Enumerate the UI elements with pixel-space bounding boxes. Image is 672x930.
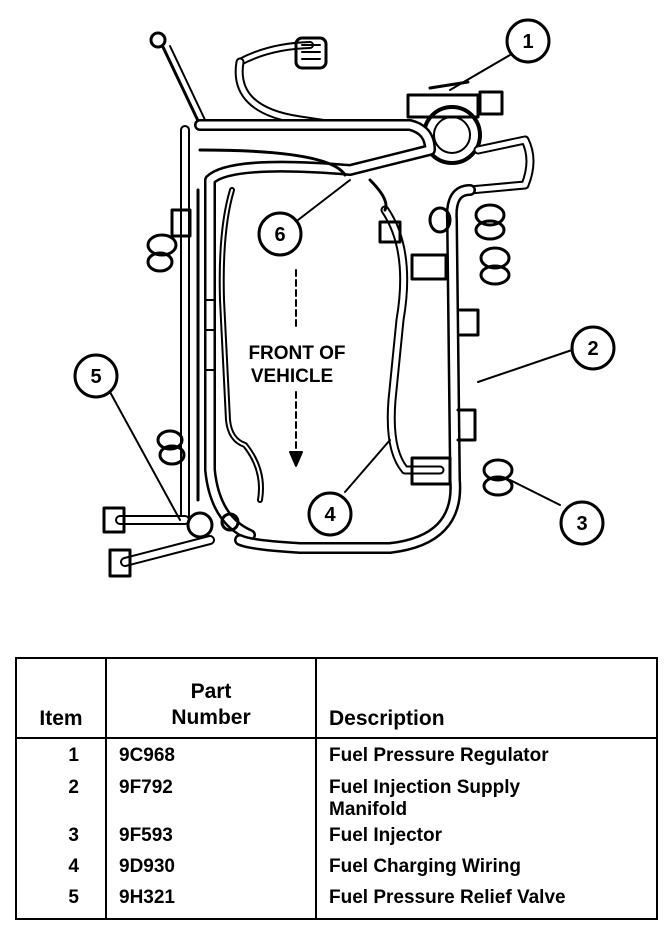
row-item: 2 bbox=[15, 776, 107, 826]
header-description: Description bbox=[315, 658, 658, 739]
header-part-line2: Number bbox=[171, 706, 251, 729]
fuel-charging-wiring bbox=[368, 178, 452, 486]
fuel-pressure-relief-valve bbox=[102, 506, 240, 578]
table-row: 2 9F792 Fuel Injection Supply Manifold bbox=[15, 776, 658, 826]
fuel-system-diagram: 1 2 3 4 5 6 FRONT OF VEHICLE bbox=[73, 18, 616, 578]
row-item: 3 bbox=[15, 825, 107, 857]
callout-label-6: 6 bbox=[274, 224, 285, 246]
leader-lines bbox=[109, 54, 573, 521]
front-of-vehicle-label-line2: VEHICLE bbox=[251, 366, 333, 387]
ground-wire bbox=[149, 31, 207, 127]
callout-circle-3 bbox=[559, 500, 605, 546]
callout-label-2: 2 bbox=[587, 338, 598, 360]
fuel-pressure-regulator bbox=[406, 80, 535, 195]
row-part-number: 9D930 bbox=[105, 856, 317, 887]
table-row: 1 9C968 Fuel Pressure Regulator bbox=[15, 738, 658, 777]
front-of-vehicle-label-line1: FRONT OF bbox=[248, 343, 345, 364]
fuel-supply-manifold bbox=[234, 184, 480, 554]
row-part-number: 9F792 bbox=[105, 776, 317, 826]
table-header-row: Item Part Number Description bbox=[15, 658, 658, 739]
fuel-injectors-left bbox=[146, 208, 192, 466]
callout-circle-6 bbox=[257, 211, 303, 257]
table-row: 3 9F593 Fuel Injector bbox=[15, 825, 658, 857]
row-part-number: 9C968 bbox=[105, 738, 317, 777]
callout-circle-1 bbox=[505, 18, 551, 64]
callout-circle-4 bbox=[307, 491, 353, 537]
row-description: Fuel Injection Supply Manifold bbox=[315, 776, 658, 826]
callout-circle-2 bbox=[570, 325, 616, 371]
callout-label-1: 1 bbox=[522, 31, 533, 53]
inner-harness-left bbox=[196, 187, 264, 503]
header-part-line1: Part bbox=[190, 680, 232, 703]
row-description: Fuel Pressure Regulator bbox=[315, 738, 658, 777]
wiring-connector-top bbox=[234, 36, 345, 131]
callout-circle-5 bbox=[73, 353, 119, 399]
row-item: 1 bbox=[15, 738, 107, 777]
fuel-injectors-right bbox=[428, 203, 514, 497]
callout-label-3: 3 bbox=[576, 513, 587, 535]
table-row: 4 9D930 Fuel Charging Wiring bbox=[15, 856, 658, 887]
callout-label-5: 5 bbox=[90, 366, 101, 388]
row-description: Fuel Injector bbox=[315, 825, 658, 857]
row-item: 5 bbox=[15, 886, 107, 919]
row-item: 4 bbox=[15, 856, 107, 887]
header-part-number: Part Number bbox=[105, 658, 317, 739]
row-part-number: 9F593 bbox=[105, 825, 317, 857]
front-of-vehicle-arrows bbox=[289, 269, 303, 467]
row-part-number: 9H321 bbox=[105, 886, 317, 919]
callout-label-4: 4 bbox=[324, 504, 336, 526]
parts-table: Item Part Number Description 1 9C968 Fue… bbox=[15, 657, 658, 920]
table-row: 5 9H321 Fuel Pressure Relief Valve bbox=[15, 886, 658, 919]
row-description: Fuel Pressure Relief Valve bbox=[315, 886, 658, 919]
header-item: Item bbox=[15, 658, 107, 739]
row-description: Fuel Charging Wiring bbox=[315, 856, 658, 887]
